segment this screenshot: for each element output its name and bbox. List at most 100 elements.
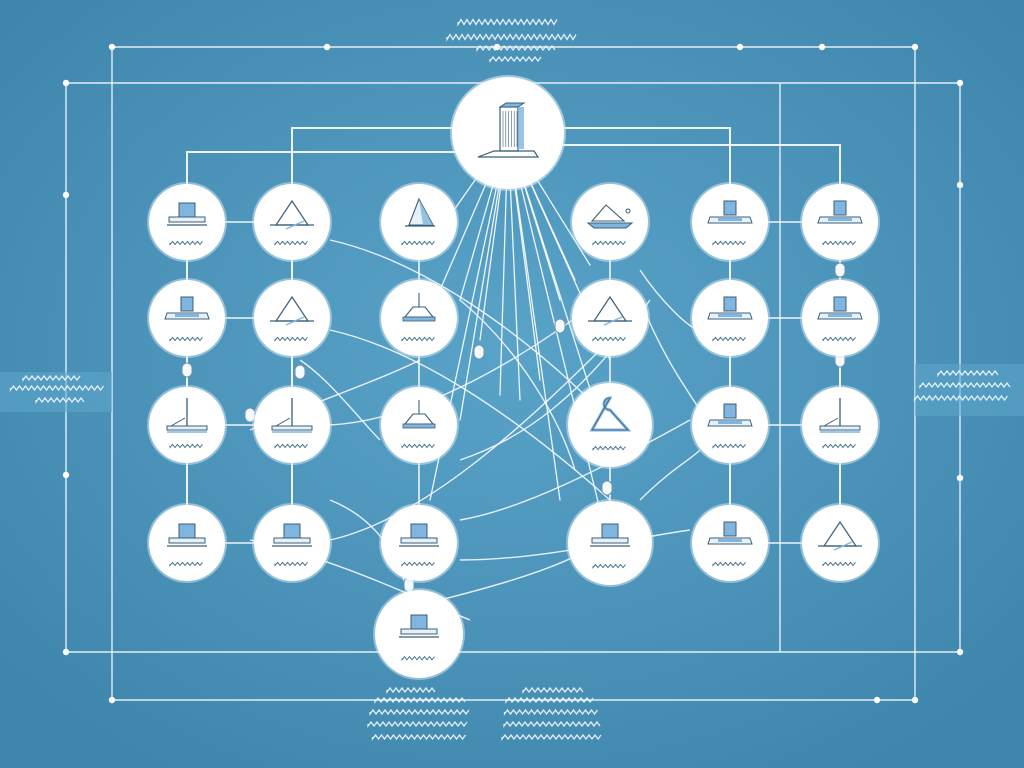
boat-icon (586, 204, 634, 229)
left-side-tab (0, 372, 112, 412)
node-caption-scribble (274, 561, 308, 567)
projector-icon (590, 523, 630, 547)
connector-pin-3 (473, 344, 485, 360)
node-caption-scribble (274, 240, 308, 246)
edge-hub-fan-9 (536, 179, 591, 266)
projector-icon (167, 202, 207, 226)
left-scribble-3 (35, 396, 85, 404)
node-caption-scribble (592, 336, 626, 342)
node-circle (568, 383, 652, 467)
frame-dot-8 (62, 191, 70, 199)
pole-icon (166, 398, 208, 433)
edge-hub-fan-4 (499, 188, 507, 396)
node-circle (254, 184, 330, 260)
tent-icon (405, 197, 435, 227)
device-icon (707, 521, 753, 545)
pole-icon (271, 398, 313, 433)
bottom-left-scribble-1 (386, 686, 436, 694)
frame-dot-10 (62, 471, 70, 479)
hub-node (450, 75, 566, 191)
node-caption-scribble (822, 240, 856, 246)
node-caption-scribble (274, 336, 308, 342)
node-c2r4 (252, 503, 332, 583)
device-icon (817, 296, 863, 320)
bottom-right-scribble-5 (501, 733, 602, 741)
frame-dot-4 (818, 43, 826, 51)
frame-dot-0 (108, 43, 116, 51)
right-side-tab (915, 364, 1024, 416)
frame-dot-14 (108, 696, 116, 704)
frame-dot-12 (62, 648, 70, 656)
edges-layer (181, 127, 846, 621)
bottom-left-scribble-3 (369, 708, 470, 716)
node-caption-scribble (401, 443, 435, 449)
edge-curve-15 (299, 359, 381, 441)
title-scribble-2 (446, 33, 577, 42)
frame-dot-3 (736, 43, 744, 51)
node-caption-scribble (592, 563, 626, 570)
node-c5r4 (690, 503, 770, 583)
connector-pin-4 (554, 318, 566, 334)
node-caption-scribble (401, 336, 435, 342)
edge-hub-fan-2 (459, 186, 494, 301)
edge-hub-fan-11 (524, 185, 601, 421)
edge-curve-8 (459, 419, 691, 521)
triangle-icon (270, 295, 314, 326)
pole-icon (819, 398, 861, 433)
node-c1r2 (147, 278, 227, 358)
nodes-layer (147, 75, 880, 680)
node-circle (802, 505, 878, 581)
hanger-icon (589, 396, 632, 432)
node-caption-scribble (169, 240, 203, 246)
lamp-icon (402, 400, 436, 429)
node-c3r1 (379, 182, 459, 262)
edge-curve-1 (329, 329, 611, 501)
connector-pin-1 (294, 364, 306, 380)
bottom-right-scribble-2 (505, 696, 594, 704)
node-caption-scribble (592, 445, 626, 452)
node-caption-scribble (822, 561, 856, 567)
node-c6r1 (800, 182, 880, 262)
title-scribble-3 (476, 44, 556, 52)
frame-dot-13 (956, 648, 964, 656)
node-c3r2 (379, 278, 459, 358)
node-caption-scribble (401, 240, 435, 246)
edge-curve-0 (329, 239, 601, 411)
node-c5r3 (690, 385, 770, 465)
triangle-icon (818, 520, 862, 551)
left-scribble-2 (9, 384, 105, 392)
node-caption-scribble (712, 561, 746, 567)
node-caption-scribble (401, 561, 435, 567)
node-c3r5 (373, 588, 465, 680)
node-c6r4 (800, 503, 880, 583)
edge-hub-fan-1 (439, 183, 487, 291)
right-scribble-1 (937, 369, 999, 377)
device-icon (707, 403, 753, 427)
device-icon (164, 296, 210, 320)
node-c4r2 (570, 278, 650, 358)
bottom-right-scribble-1 (522, 686, 584, 694)
lamp-icon (402, 293, 436, 322)
node-c2r2 (252, 278, 332, 358)
edge-curve-6 (459, 299, 576, 471)
node-circle (572, 184, 648, 260)
node-c2r1 (252, 182, 332, 262)
node-c6r3 (800, 385, 880, 465)
edge-hub-fan-3 (479, 187, 502, 341)
node-caption-scribble (822, 443, 856, 449)
bottom-left-scribble-2 (374, 696, 466, 704)
node-c4r1 (570, 182, 650, 262)
title-scribble-1 (457, 18, 558, 27)
bottom-right-scribble-3 (503, 708, 599, 716)
device-icon (817, 200, 863, 224)
bottom-left-scribble-5 (371, 733, 467, 741)
node-c5r2 (690, 278, 770, 358)
frame-dot-16 (911, 696, 919, 704)
device-icon (707, 296, 753, 320)
hub-node-circle (452, 77, 564, 189)
building-icon (477, 102, 540, 158)
node-circle (572, 280, 648, 356)
edge-hub-fan-12 (459, 187, 500, 421)
node-c5r1 (690, 182, 770, 262)
